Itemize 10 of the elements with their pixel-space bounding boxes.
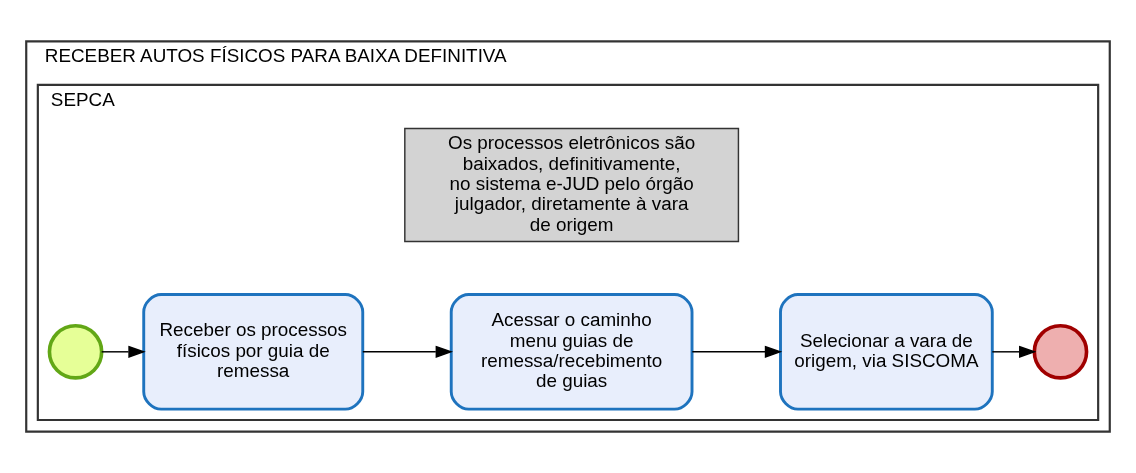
arrow [362,345,454,358]
node-circle [47,323,104,380]
node-box: Acessar o caminho menu guias de remessa/recebimento de guias [449,293,694,411]
node-box: Selecionar a vara de origem, via SISCOMA [779,293,994,411]
node-box: Os processos eletrônicos são baixados, definitivamente, no sistema e-JUD pelo órgão julgador, diretamente à vara de origem [404,127,740,243]
arrow [691,345,783,358]
arrow [100,345,146,358]
node-circle [1032,323,1089,380]
node-box: Receber os processos físicos por guia de remessa [142,293,365,411]
arrow [991,345,1037,358]
